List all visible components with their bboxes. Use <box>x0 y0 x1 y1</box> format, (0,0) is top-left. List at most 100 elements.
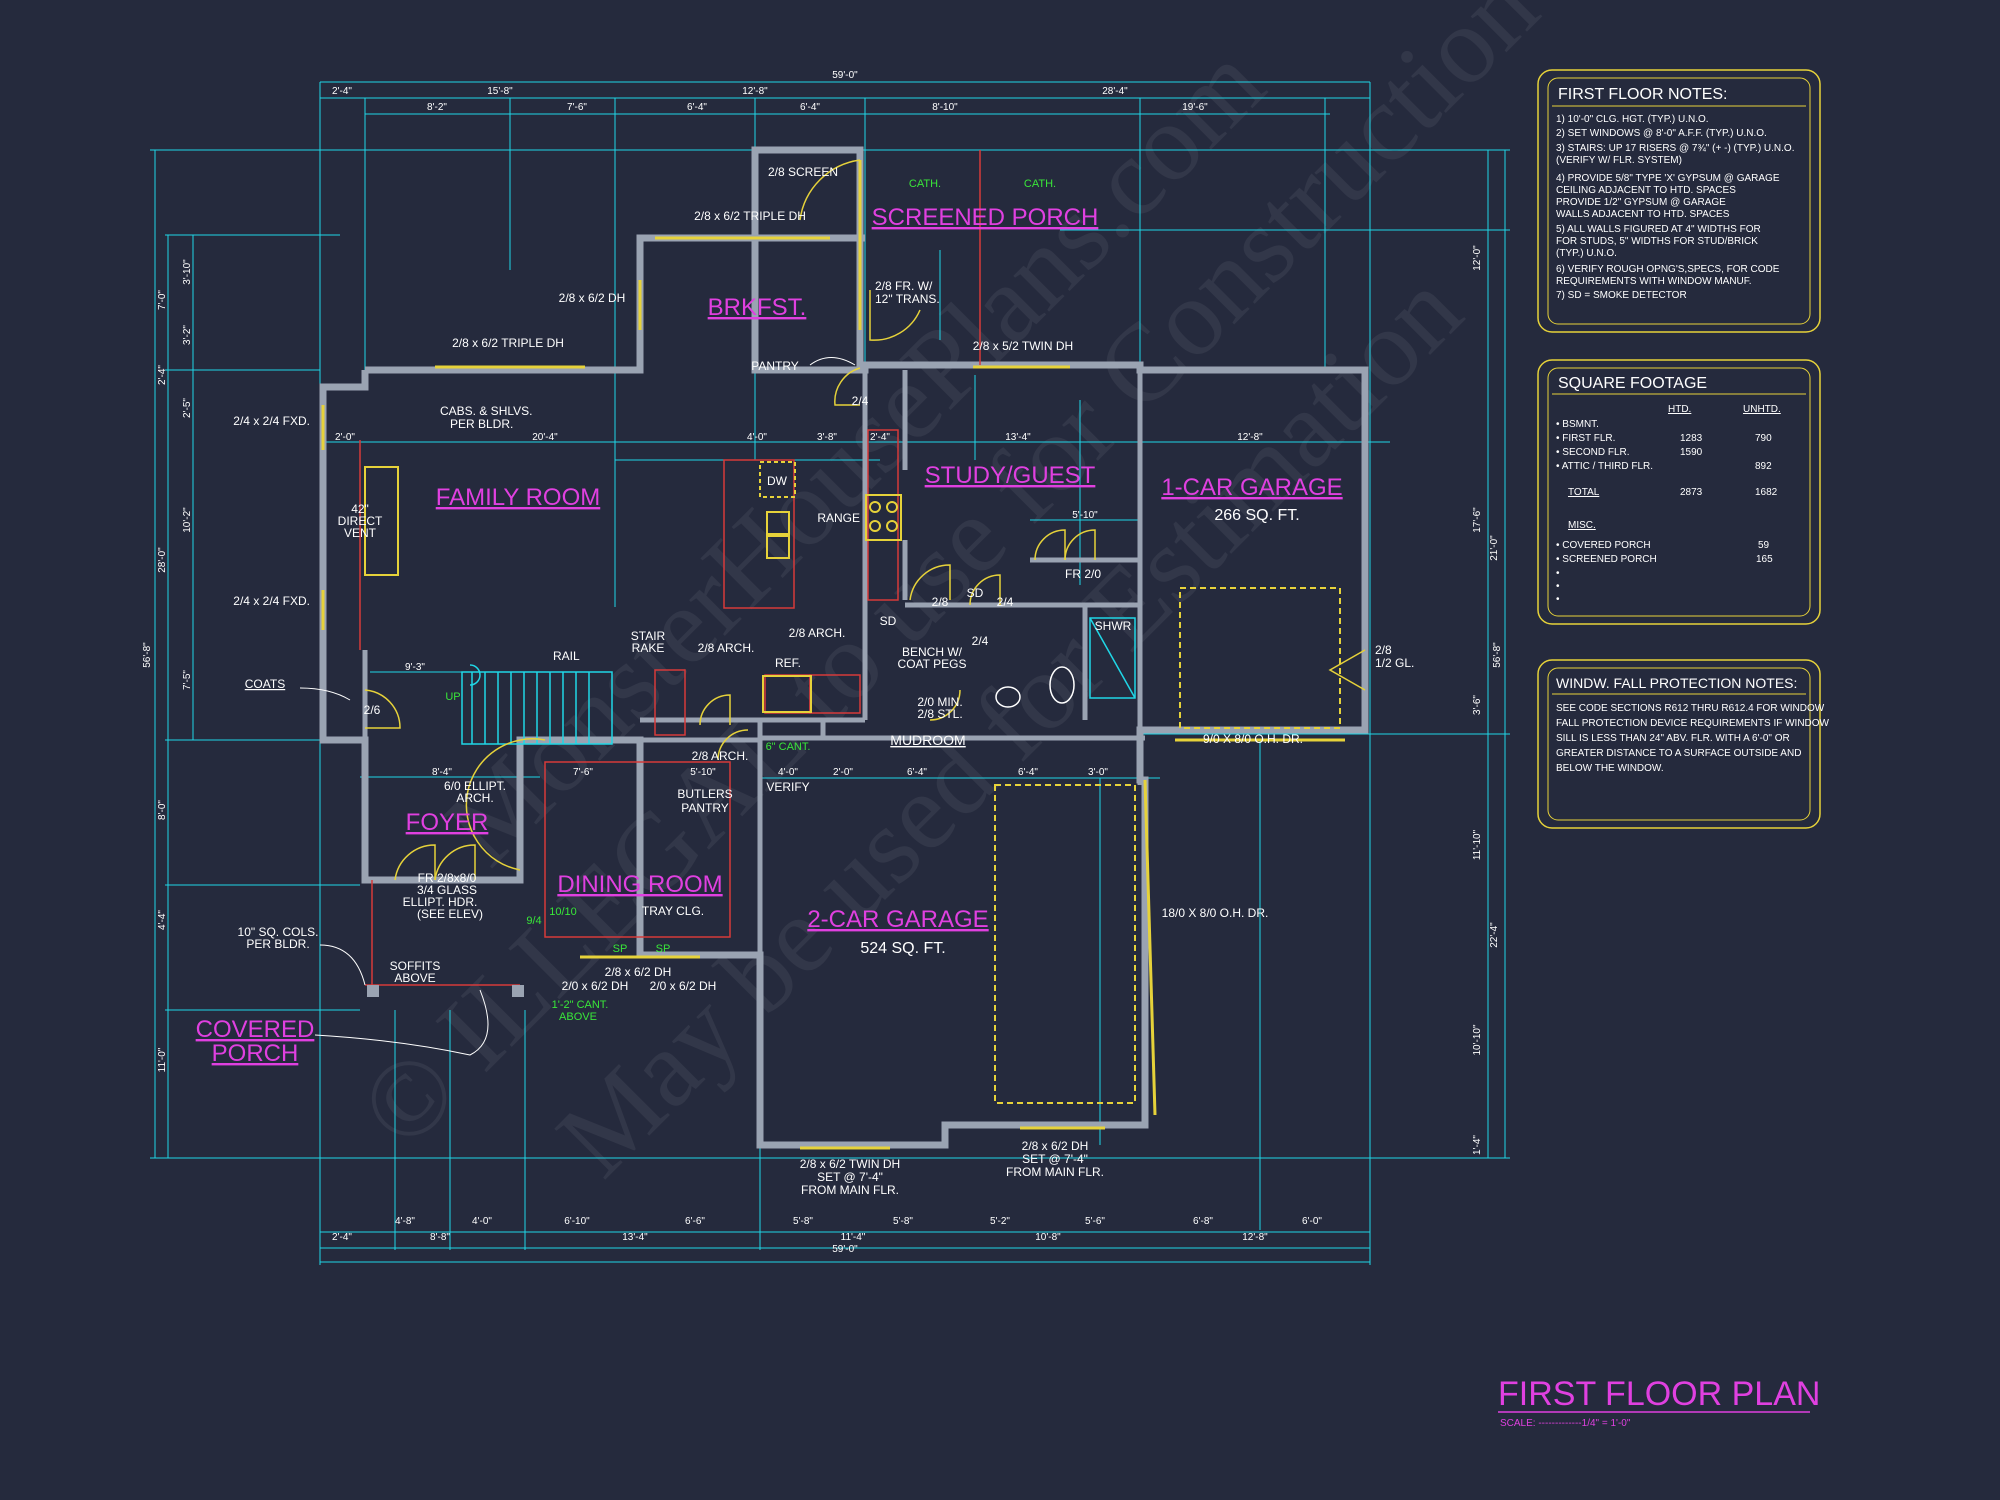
interior-dim: 8'-4" <box>432 767 452 778</box>
fall-line: BELOW THE WINDOW. <box>1556 763 1664 774</box>
left-dim: 3'-10" <box>182 259 193 285</box>
left-dimensions: 7'-0" 2'-4" 28'-0" 8'-0" 11'-0" 3'-10" 3… <box>157 259 193 1073</box>
right-dimensions: 12'-0" 17'-6" 21'-0" 3'-6" 11'-10" 22'-4… <box>1472 245 1500 1155</box>
label-verify: VERIFY <box>766 780 809 794</box>
bottom-dim: 5'-2" <box>990 1216 1010 1227</box>
label-front-door: 3/4 GLASS <box>417 883 477 897</box>
label-pantry: PANTRY <box>751 359 799 373</box>
sqft-misc-label: • <box>1556 594 1560 605</box>
right-dim: 12'-0" <box>1472 245 1483 271</box>
interior-dim: 9'-3" <box>405 662 425 673</box>
label-cabinets: PER BLDR. <box>450 417 513 431</box>
note-line: PROVIDE 1/2" GYPSUM @ GARAGE <box>1556 197 1726 208</box>
label-cantilever: 1'-2" CANT. <box>552 999 609 1011</box>
overall-dim-right: 56'-8" <box>1492 642 1503 668</box>
label-stair-rake: RAKE <box>632 641 665 655</box>
right-dim: 1'-4" <box>1472 1135 1483 1155</box>
bottom-dim: 4'-0" <box>472 1216 492 1227</box>
overall-dim-bottom: 59'-0" <box>832 1244 858 1255</box>
label-bench: COAT PEGS <box>898 657 967 671</box>
room-covered-porch-2: PORCH <box>212 1040 299 1067</box>
right-dim: 10'-10" <box>1472 1024 1483 1055</box>
note-line: 7) SD = SMOKE DETECTOR <box>1556 290 1687 301</box>
interior-dim: 12'-8" <box>1237 432 1263 443</box>
square-footage-panel: SQUARE FOOTAGE HTD. UNHTD. • BSMNT. • FI… <box>1537 359 1821 625</box>
top-dim: 8'-10" <box>932 102 958 113</box>
bottom-dimensions: 4'-8" 4'-0" 6'-10" 6'-6" 5'-8" 5'-8" 5'-… <box>332 1216 1322 1243</box>
top-dim: 2'-4" <box>332 86 352 97</box>
sqft-row-htd: 1590 <box>1680 447 1703 458</box>
fall-line: GREATER DISTANCE TO A SURFACE OUTSIDE AN… <box>1556 748 1801 759</box>
sqft-misc-label: • <box>1556 581 1560 592</box>
porch-columns <box>367 985 524 997</box>
bottom-dim: 11'-4" <box>841 1232 866 1243</box>
label-window: FROM MAIN FLR. <box>801 1183 899 1197</box>
label-window: 10/10 <box>549 906 577 918</box>
room-screened-porch: SCREENED PORCH <box>872 204 1099 231</box>
label-window: 2/8 x 5/2 TWIN DH <box>973 339 1073 353</box>
note-line: 1) 10'-0" CLG. HGT. (TYP.) U.N.O. <box>1556 114 1709 125</box>
room-family-room: FAMILY ROOM <box>436 484 600 511</box>
sqft-total-label: TOTAL <box>1568 487 1600 498</box>
room-2-car-garage: 2-CAR GARAGE <box>807 906 988 933</box>
interior-walls <box>362 370 1145 955</box>
right-dim: 3'-6" <box>1472 695 1483 715</box>
top-dim: 28'-4" <box>1102 86 1128 97</box>
label-soffits: ABOVE <box>394 971 435 985</box>
label-window: 2/8 x 6/2 DH <box>1022 1139 1089 1153</box>
label-front-door: (SEE ELEV) <box>417 907 483 921</box>
label-fireplace: 42" <box>351 502 369 516</box>
sqft-row-label: • BSMNT. <box>1556 419 1599 430</box>
label-window: 2/4 x 2/4 FXD. <box>233 414 310 428</box>
label-garage-door: 18/0 X 8/0 O.H. DR. <box>1162 906 1269 920</box>
room-1-car-garage: 1-CAR GARAGE <box>1161 474 1342 501</box>
windows <box>321 160 1345 1150</box>
interior-dim: 3'-8" <box>817 432 837 443</box>
interior-dim: 3'-0" <box>1088 767 1108 778</box>
label-arch: 2/8 ARCH. <box>789 626 846 640</box>
top-dim: 8'-2" <box>427 102 447 113</box>
left-dim: 28'-0" <box>157 547 168 573</box>
left-dim: 7'-5" <box>182 670 193 690</box>
sqft-total-unhtd: 1682 <box>1755 487 1778 498</box>
label-window: FROM MAIN FLR. <box>1006 1165 1104 1179</box>
bottom-dim: 4'-8" <box>395 1216 415 1227</box>
plan-title: FIRST FLOOR PLAN <box>1498 1375 1820 1413</box>
sqft-row-label: • FIRST FLR. <box>1556 433 1615 444</box>
sqft-misc-title: MISC. <box>1568 520 1596 531</box>
label-screen: 2/8 SCREEN <box>768 165 838 179</box>
label-window: SET @ 7'-4" <box>1022 1152 1088 1166</box>
sqft-row-label: • ATTIC / THIRD FLR. <box>1556 461 1653 472</box>
label-door: 2/4 <box>997 595 1014 609</box>
bottom-dim: 6'-0" <box>1302 1216 1322 1227</box>
label-refrigerator: REF. <box>775 656 801 670</box>
label-columns: 10" SQ. COLS. <box>238 925 319 939</box>
note-line: REQUIREMENTS WITH WINDOW MANUF. <box>1556 276 1752 287</box>
label-door: 12" TRANS. <box>875 292 940 306</box>
interior-dimensions: 2'-0" 20'-4" 4'-0" 3'-8" 2'-4" 13'-4" 12… <box>335 432 1263 778</box>
label-window: 2/8 x 6/2 DH <box>605 965 672 979</box>
left-dim: 4'-4" <box>157 910 168 930</box>
label-cath: CATH. <box>909 178 941 190</box>
interior-dim: 2'-4" <box>870 432 890 443</box>
watermark: © ILLEGAL to use for Construction May be… <box>336 0 1561 1199</box>
label-rail: RAIL <box>553 649 580 663</box>
note-line: (TYP.) U.N.O. <box>1556 248 1617 259</box>
label-door: FR 2/0 <box>1065 567 1101 581</box>
label-window: SET @ 7'-4" <box>817 1170 883 1184</box>
sqft-total-htd: 2873 <box>1680 487 1703 498</box>
label-window: 2/4 x 2/4 FXD. <box>233 594 310 608</box>
bottom-dim: 10'-8" <box>1035 1232 1061 1243</box>
bottom-dim: 6'-8" <box>1193 1216 1213 1227</box>
label-cabinets: CABS. & SHLVS. <box>440 404 532 418</box>
watermark-line-2: May be used for Estimation <box>534 248 1484 1198</box>
bath-fixtures <box>995 617 1136 708</box>
label-window: 9/4 <box>526 915 541 927</box>
label-smoke-detector: SD <box>967 586 984 600</box>
top-dim: 6'-4" <box>687 102 707 113</box>
sqft-row-unhtd: 892 <box>1755 461 1772 472</box>
top-dim: 7'-6" <box>567 102 587 113</box>
leader-lines <box>299 357 856 1056</box>
top-dimensions: 2'-4" 15'-8" 12'-8" 28'-4" 8'-2" 7'-6" 6… <box>332 86 1208 113</box>
